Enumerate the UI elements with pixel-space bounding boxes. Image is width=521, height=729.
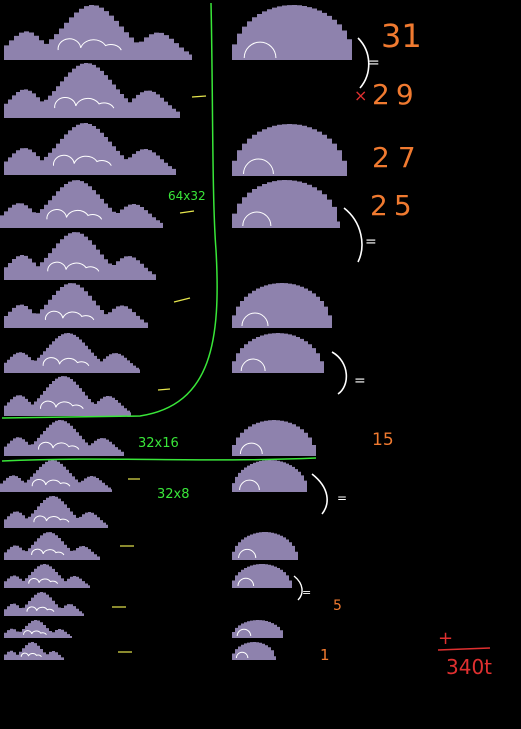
count-27: 27 — [372, 141, 424, 174]
cloud-sprite — [4, 123, 176, 175]
cloud-sprite — [4, 63, 180, 118]
cloud-highlight — [23, 630, 47, 636]
yellow-dash — [191, 95, 207, 98]
count-25: 25 — [370, 189, 418, 222]
dome-sprite — [232, 642, 276, 660]
count-15: 15 — [372, 430, 394, 450]
cloud-sprite — [4, 376, 131, 416]
dome-highlight — [239, 442, 263, 455]
equals-mid: = — [354, 373, 366, 389]
dome-sprite — [232, 420, 316, 456]
yellow-dash — [179, 210, 195, 214]
cloud-sprite — [4, 333, 140, 373]
yellow-dash-marks — [112, 95, 207, 653]
total-underline — [437, 647, 491, 651]
dome-sprites — [232, 5, 354, 660]
dome-sprite — [232, 333, 324, 373]
dome-sprite — [232, 532, 298, 560]
cloud-sprite — [4, 5, 192, 60]
cloud-highlight — [38, 441, 80, 450]
cloud-highlight — [31, 548, 65, 556]
dome-sprite — [232, 620, 284, 638]
cloud-sprite — [4, 564, 90, 588]
dome-sprite — [232, 564, 292, 588]
yellow-dash — [157, 388, 171, 391]
dome-highlight — [238, 548, 257, 559]
cloud-highlight — [20, 652, 42, 658]
cloud-sprite — [4, 283, 148, 328]
dome-sprite — [232, 180, 340, 228]
boundary-line-32x16 — [1, 457, 317, 462]
times-mark: × — [354, 86, 367, 105]
dome-highlight — [241, 312, 269, 327]
equals-25: = — [365, 234, 377, 250]
cloud-highlight — [40, 400, 84, 410]
cloud-highlight — [46, 209, 103, 220]
cloud-highlight — [42, 357, 90, 367]
count-1: 1 — [320, 646, 330, 664]
dome-highlight — [236, 628, 252, 637]
dome-highlight — [235, 651, 249, 659]
boundary-curve-64x32 — [1, 2, 218, 419]
dome-sprite — [232, 5, 354, 60]
bracket-5 — [293, 575, 303, 601]
cloud-highlight — [28, 578, 59, 584]
dome-highlight — [242, 211, 272, 227]
cloud-sprite — [4, 642, 64, 660]
dome-highlight — [243, 41, 277, 59]
label-32x8: 32x8 — [157, 487, 190, 502]
equals-5: = — [302, 586, 311, 599]
equals-32x8: = — [337, 491, 347, 505]
cloud-sprite — [4, 620, 72, 638]
cloud-highlight — [44, 310, 95, 321]
cloud-highlight — [53, 154, 112, 166]
plus-mark: + — [438, 628, 453, 649]
bracket-31-29 — [357, 37, 370, 89]
dome-highlight — [237, 577, 255, 587]
cloud-highlight — [47, 261, 100, 272]
dome-highlight — [240, 358, 266, 372]
dome-sprite — [232, 124, 347, 176]
label-32x16: 32x16 — [138, 436, 179, 451]
dome-sprite — [232, 460, 308, 492]
count-29: 29 — [372, 78, 420, 111]
label-64x32: 64x32 — [168, 189, 206, 203]
cloud-sprite — [4, 532, 100, 560]
cloud-sprite — [4, 420, 124, 456]
cloud-sprites — [0, 5, 192, 660]
bracket-32x8 — [311, 473, 328, 515]
cloud-highlight — [31, 479, 71, 487]
count-31: 31 — [381, 17, 422, 55]
cloud-sprite — [4, 232, 156, 280]
cloud-sprite — [0, 180, 163, 228]
cloud-sprite — [0, 460, 112, 492]
cloud-highlight — [54, 96, 115, 109]
count-5: 5 — [333, 598, 342, 614]
dome-sprite — [232, 283, 332, 328]
bracket-25 — [343, 207, 363, 263]
total-340t: 340t — [446, 655, 492, 679]
dome-highlight — [243, 158, 274, 175]
cloud-highlight — [26, 606, 55, 612]
cloud-sprite — [4, 592, 84, 616]
dome-highlight — [239, 479, 260, 491]
cloud-sprite — [4, 496, 108, 528]
bracket-mid — [331, 351, 348, 395]
cloud-highlight — [33, 515, 70, 523]
cloud-highlight — [57, 38, 122, 51]
yellow-dash — [173, 297, 191, 303]
equals-31-29: = — [368, 55, 380, 71]
